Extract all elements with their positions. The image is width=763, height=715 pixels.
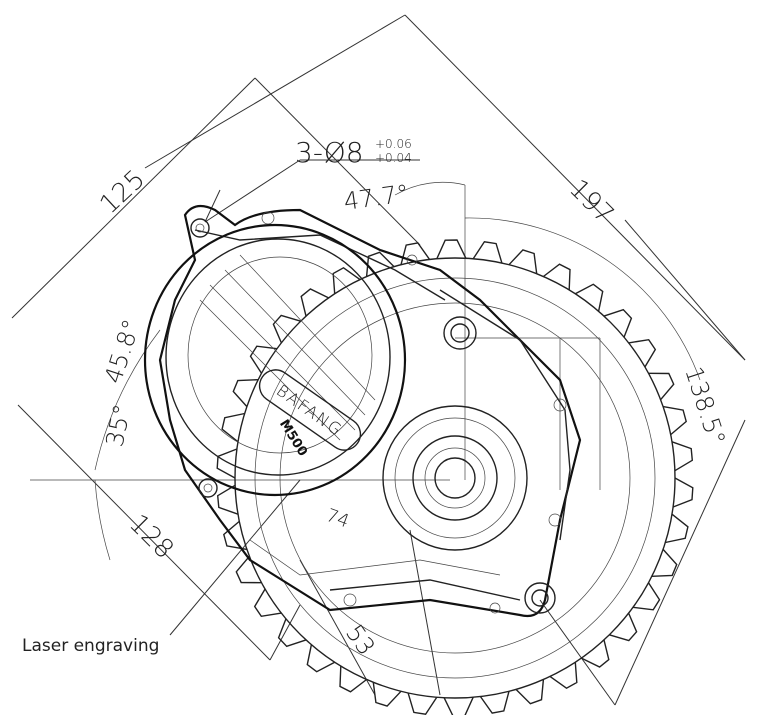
chainring xyxy=(216,239,694,715)
chainring-teeth xyxy=(216,239,694,715)
laser-engraving-callout: Laser engraving xyxy=(22,636,160,656)
angle-top: 47.7° xyxy=(342,179,411,216)
hole-callout-main: 3-Ø8 xyxy=(295,136,364,169)
dim-138-5: 138.5° xyxy=(679,363,731,448)
motor-cover: BAFANG M500 xyxy=(143,223,407,497)
dim-128: 128 xyxy=(123,509,179,565)
brand-plate xyxy=(258,369,362,451)
angle-35: 35° xyxy=(100,402,136,449)
dim-74: 74 xyxy=(323,505,352,533)
hole-tol-lower: +0.04 xyxy=(375,151,412,165)
dimension-lines xyxy=(11,14,746,706)
dim-53: 53 xyxy=(340,619,380,660)
dim-125: 125 xyxy=(94,164,151,220)
dim-197: 197 xyxy=(563,174,619,230)
motor-housing xyxy=(158,204,582,618)
hole-tol-upper: +0.06 xyxy=(375,137,412,151)
angle-45-8: 45.8° xyxy=(99,316,146,387)
crank-spindle xyxy=(382,405,528,551)
